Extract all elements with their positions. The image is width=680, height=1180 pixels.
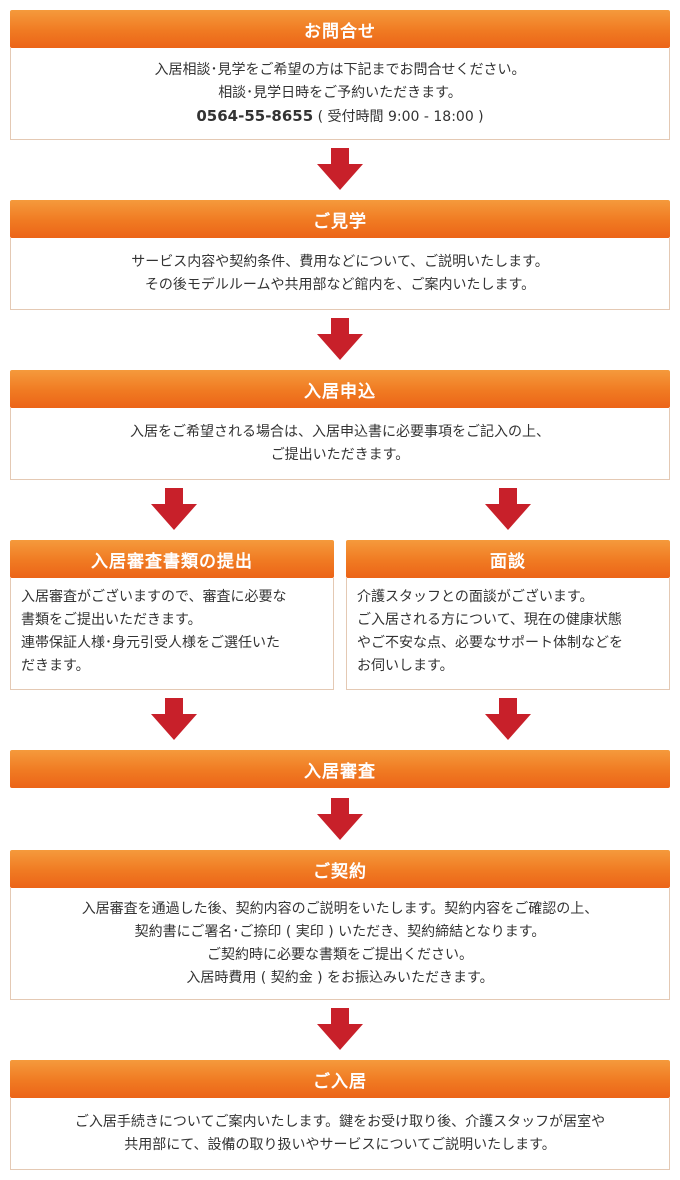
step-text-line: お伺いします。 bbox=[357, 658, 454, 674]
step-move-in-body: ご入居手続きについてご案内いたします。鍵をお受け取り後、介護スタッフが居室や 共… bbox=[10, 1098, 670, 1170]
step-application-body: 入居をご希望される場合は、入居申込書に必要事項をご記入の上、 ご提出いただきます… bbox=[10, 408, 670, 480]
step-text-line: 書類をご提出いただきます。 bbox=[21, 612, 202, 628]
step-move-in-header: ご入居 bbox=[10, 1060, 670, 1098]
down-arrow-icon bbox=[317, 798, 363, 840]
contact-line: 0564-55-8655 ( 受付時間 9:00 - 18:00 ) bbox=[11, 105, 669, 129]
step-inquiry-body: 入居相談･見学をご希望の方は下記までお問合せください。 相談･見学日時をご予約い… bbox=[10, 48, 670, 140]
step-text-line: だきます。 bbox=[21, 658, 90, 674]
down-arrow-icon bbox=[317, 318, 363, 360]
step-text-line: やご不安な点、必要なサポート体制などを bbox=[357, 635, 623, 651]
step-title: ご見学 bbox=[313, 211, 367, 232]
step-text-line: ご契約時に必要な書類をご提出ください。 bbox=[207, 946, 473, 963]
step-text-line: 連帯保証人様･身元引受人様をご選任いた bbox=[21, 635, 280, 651]
step-visit-header: ご見学 bbox=[10, 200, 670, 238]
down-arrow-icon bbox=[151, 488, 197, 530]
step-interview-header: 面談 bbox=[346, 540, 670, 578]
step-text-line: 相談･見学日時をご予約いただきます。 bbox=[218, 84, 462, 101]
step-text-line: 介護スタッフとの面談がございます。 bbox=[357, 589, 594, 605]
step-title: 入居申込 bbox=[304, 381, 376, 402]
step-application-header: 入居申込 bbox=[10, 370, 670, 408]
step-text-line: ご提出いただきます。 bbox=[270, 446, 410, 463]
office-hours: ( 受付時間 9:00 - 18:00 ) bbox=[313, 108, 484, 125]
step-text-line: その後モデルルームや共用部など館内を、ご案内いたします。 bbox=[144, 276, 536, 293]
step-text-line: 入居をご希望される場合は、入居申込書に必要事項をご記入の上、 bbox=[130, 423, 550, 440]
down-arrow-icon bbox=[317, 1008, 363, 1050]
step-title: 入居審査書類の提出 bbox=[91, 551, 253, 572]
step-text-line: 入居相談･見学をご希望の方は下記までお問合せください。 bbox=[154, 61, 526, 78]
step-text-line: 入居審査がございますので、審査に必要な bbox=[21, 589, 287, 605]
step-text-line: 共用部にて、設備の取り扱いやサービスについてご説明いたします。 bbox=[124, 1136, 556, 1153]
step-text-line: 入居時費用 ( 契約金 ) をお振込みいただきます。 bbox=[186, 969, 494, 986]
step-text-line: 契約書にご署名･ご捺印 ( 実印 ) いただき、契約締結となります。 bbox=[134, 923, 546, 940]
step-contract-header: ご契約 bbox=[10, 850, 670, 888]
step-text-line: 入居審査を通過した後、契約内容のご説明をいたします。契約内容をご確認の上、 bbox=[81, 900, 599, 917]
down-arrow-icon bbox=[485, 488, 531, 530]
step-title: 入居審査 bbox=[304, 761, 376, 782]
step-documents-body: 入居審査がございますので、審査に必要な 書類をご提出いただきます。 連帯保証人様… bbox=[10, 578, 334, 690]
step-interview-body: 介護スタッフとの面談がございます。 ご入居される方について、現在の健康状態 やご… bbox=[346, 578, 670, 690]
step-title: ご入居 bbox=[313, 1071, 367, 1092]
step-text-line: ご入居される方について、現在の健康状態 bbox=[357, 612, 622, 628]
step-title: ご契約 bbox=[313, 861, 367, 882]
step-text-line: ご入居手続きについてご案内いたします。鍵をお受け取り後、介護スタッフが居室や bbox=[74, 1113, 606, 1130]
step-visit-body: サービス内容や契約条件、費用などについて、ご説明いたします。 その後モデルルーム… bbox=[10, 238, 670, 310]
down-arrow-icon bbox=[317, 148, 363, 190]
step-contract-body: 入居審査を通過した後、契約内容のご説明をいたします。契約内容をご確認の上、 契約… bbox=[10, 888, 670, 1000]
step-title: 面談 bbox=[490, 551, 526, 572]
down-arrow-icon bbox=[485, 698, 531, 740]
step-inquiry-header: お問合せ bbox=[10, 10, 670, 48]
step-screening-header: 入居審査 bbox=[10, 750, 670, 788]
phone-number[interactable]: 0564-55-8655 bbox=[196, 106, 314, 125]
down-arrow-icon bbox=[151, 698, 197, 740]
step-title: お問合せ bbox=[304, 21, 376, 42]
step-text-line: サービス内容や契約条件、費用などについて、ご説明いたします。 bbox=[131, 253, 549, 270]
step-documents-header: 入居審査書類の提出 bbox=[10, 540, 334, 578]
